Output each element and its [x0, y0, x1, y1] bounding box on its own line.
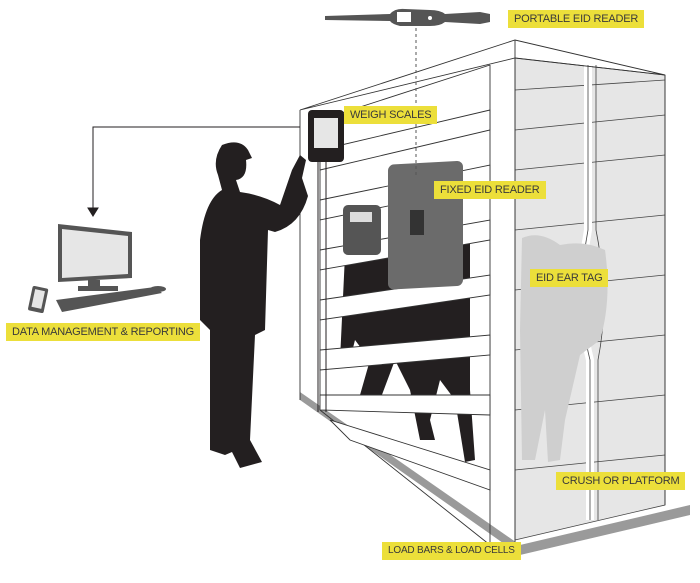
computer [28, 224, 166, 314]
person-silhouette [200, 142, 308, 468]
calf-silhouette [520, 235, 608, 462]
weigh-scale-indicator [308, 110, 344, 412]
label-load-bars: LOAD BARS & LOAD CELLS [382, 542, 521, 560]
portable-eid-reader-device [325, 8, 490, 175]
data-arrow [87, 126, 300, 217]
label-eid-ear-tag: EID EAR TAG [530, 269, 609, 287]
label-crush-or-platform: CRUSH OR PLATFORM [556, 472, 686, 490]
label-portable-eid-reader: PORTABLE EID READER [508, 10, 645, 28]
label-data-management: DATA MANAGEMENT & REPORTING [6, 323, 201, 341]
label-fixed-eid-reader: FIXED EID READER [434, 181, 546, 199]
label-weigh-scales: WEIGH SCALES [344, 106, 438, 124]
